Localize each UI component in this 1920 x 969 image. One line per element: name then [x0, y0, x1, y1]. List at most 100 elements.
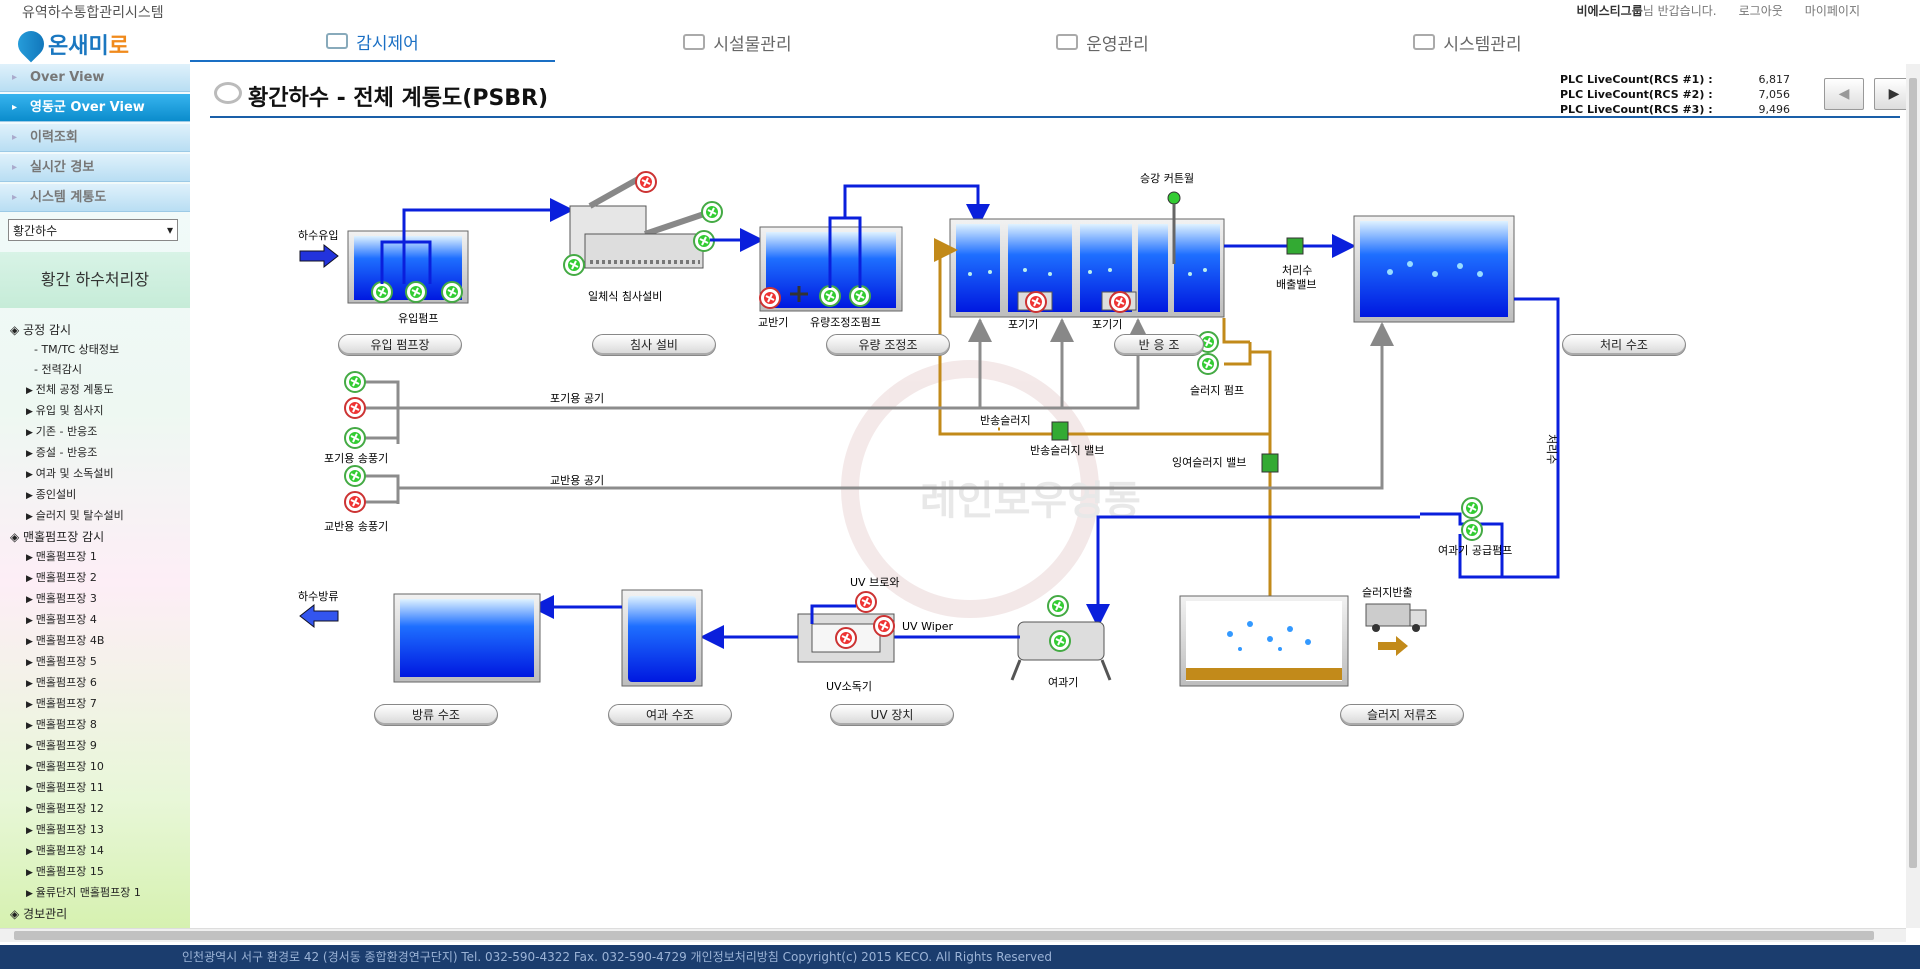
- sidebar-item-overview[interactable]: Over View: [0, 64, 190, 92]
- main-nav: 감시제어 시설물관리 운영관리 시스템관리: [190, 22, 1900, 62]
- server-icon: [1413, 34, 1436, 50]
- sidebar-item-system-diagram[interactable]: 시스템 계통도: [0, 184, 190, 212]
- logo-text-b: 로: [108, 33, 129, 59]
- equalization-tank[interactable]: 교반기 유량조정조펌프: [758, 184, 990, 329]
- filter-unit[interactable]: 여과기: [1010, 595, 1112, 689]
- eq-pump-label: 유량조정조펌프: [810, 316, 881, 329]
- tab-monitoring[interactable]: 감시제어: [190, 22, 555, 62]
- tree-item[interactable]: 증설 - 반응조: [10, 443, 141, 464]
- tree-item-manhole[interactable]: 맨홀펌프장 8: [10, 715, 141, 736]
- plant-title: 황간 하수처리장: [0, 252, 190, 308]
- tree-item-manhole[interactable]: 맨홀펌프장 5: [10, 652, 141, 673]
- sludge-storage-tank[interactable]: [1179, 595, 1349, 687]
- tree-item[interactable]: 슬러지 및 탈수설비: [10, 506, 141, 527]
- pipe-treated-to-filter: [1514, 297, 1560, 579]
- tree-item-manhole[interactable]: 율류단지 맨홀펌프장 1: [10, 883, 141, 904]
- tree-item-manhole[interactable]: 맨홀펌프장 10: [10, 757, 141, 778]
- tree-item-manhole[interactable]: 맨홀펌프장 4B: [10, 631, 141, 652]
- horizontal-scroll-thumb[interactable]: [14, 931, 1874, 940]
- plc-label-1: PLC LiveCount(RCS #1) :: [1560, 73, 1713, 86]
- uv-disinfect-label: UV소독기: [826, 680, 872, 693]
- uv-blower-label: UV 브로와: [850, 576, 899, 589]
- pill-treated-tank[interactable]: 처리 수조: [1562, 334, 1686, 356]
- site-select-value: 황간하수: [13, 223, 58, 238]
- pill-equalization[interactable]: 유량 조정조: [826, 334, 950, 356]
- tree-item-manhole[interactable]: 맨홀펌프장 7: [10, 694, 141, 715]
- logo-drop-icon: [12, 25, 50, 63]
- tree-group-process[interactable]: 공정 감시: [10, 320, 141, 340]
- tab-system[interactable]: 시스템관리: [1285, 22, 1650, 62]
- vertical-scrollbar[interactable]: [1906, 64, 1920, 928]
- aeration-blower-label: 포기용 송풍기: [324, 452, 388, 465]
- tab-label: 시스템관리: [1443, 34, 1522, 55]
- tree-item-manhole[interactable]: 맨홀펌프장 2: [10, 568, 141, 589]
- tree-item[interactable]: 여과 및 소독설비: [10, 464, 141, 485]
- tree-item-manhole[interactable]: 맨홀펌프장 14: [10, 841, 141, 862]
- pill-reactor[interactable]: 반 응 조: [1114, 334, 1204, 356]
- pill-sludge-storage[interactable]: 슬러지 저류조: [1340, 704, 1464, 726]
- treated-water-valve[interactable]: 처리수 배출밸브: [1276, 237, 1316, 291]
- tree-item[interactable]: 유입 및 침사지: [10, 401, 141, 422]
- tree-item-manhole[interactable]: 맨홀펌프장 13: [10, 820, 141, 841]
- tree-group-alarm[interactable]: 경보관리: [10, 904, 141, 924]
- filter-feed-pump[interactable]: 여과기 공급펌프: [1420, 497, 1520, 579]
- uv-disinfection[interactable]: UV 브로와 UV Wiper UV소독기: [797, 576, 954, 693]
- horizontal-scrollbar[interactable]: [0, 928, 1906, 942]
- sidebar-item-alarm[interactable]: 실시간 경보: [0, 154, 190, 182]
- tree-item-manhole[interactable]: 맨홀펌프장 1: [10, 547, 141, 568]
- filter-label: 여과기: [1048, 676, 1078, 689]
- pill-uv[interactable]: UV 장치: [830, 704, 954, 726]
- tree-item-manhole[interactable]: 맨홀펌프장 4: [10, 610, 141, 631]
- sludge-pipes: [998, 318, 1272, 544]
- welcome-text: 비에스티그룹님 반갑습니다.: [1577, 2, 1717, 19]
- tab-label: 시설물관리: [713, 34, 792, 55]
- tree-item-manhole[interactable]: 맨홀펌프장 6: [10, 673, 141, 694]
- logout-link[interactable]: 로그아웃: [1738, 4, 1783, 18]
- inflow-pump-tank[interactable]: 유입펌프: [347, 230, 469, 325]
- tree-item-manhole[interactable]: 맨홀펌프장 11: [10, 778, 141, 799]
- pill-screen[interactable]: 침사 설비: [592, 334, 716, 356]
- pipe-to-screen: [402, 198, 574, 242]
- reactor-basin[interactable]: 승강 커튼월 포기기 포기기: [949, 172, 1225, 331]
- screen-equipment[interactable]: 일체식 침사설비: [563, 171, 723, 303]
- tree-item[interactable]: 종인설비: [10, 485, 141, 506]
- site-select[interactable]: 황간하수 ▾: [8, 219, 178, 241]
- sidebar: Over View 영동군 Over View 이력조회 실시간 경보 시스템 …: [0, 64, 190, 929]
- mixer-label: 교반기: [758, 316, 788, 329]
- logo-text-a: 온새미: [48, 33, 109, 59]
- tree-item-manhole[interactable]: 맨홀펌프장 9: [10, 736, 141, 757]
- app-logo[interactable]: 온새미로: [12, 25, 129, 63]
- pill-inflow-pumping[interactable]: 유입 펌프장: [338, 334, 462, 356]
- prev-page-button[interactable]: ◀: [1824, 78, 1864, 110]
- sidebar-item-history[interactable]: 이력조회: [0, 124, 190, 152]
- sludge-truck-icon: 슬러지반출: [1362, 586, 1427, 656]
- tree-item-manhole[interactable]: 맨홀펌프장 15: [10, 862, 141, 883]
- waste-sludge-valve[interactable]: 잉여슬러지 밸브: [1172, 453, 1279, 473]
- tab-operation[interactable]: 운영관리: [920, 22, 1285, 62]
- mypage-link[interactable]: 마이페이지: [1804, 4, 1860, 18]
- tab-facility[interactable]: 시설물관리: [555, 22, 920, 62]
- vertical-scroll-thumb[interactable]: [1909, 78, 1917, 868]
- pill-discharge-tank[interactable]: 방류 수조: [374, 704, 498, 726]
- sidebar-tree: 공정 감시 - TM/TC 상태정보 - 전력감시전체 공정 계통도유입 및 침사지…: [10, 320, 141, 929]
- truck-icon: [683, 34, 706, 50]
- tree-sub-item[interactable]: - TM/TC 상태정보: [34, 343, 120, 356]
- return-sludge-valve[interactable]: 반송슬러지 반송슬러지 밸브: [980, 414, 1104, 457]
- tree-item-manhole[interactable]: 맨홀펌프장 3: [10, 589, 141, 610]
- tree-sub-item[interactable]: - 전력감시: [34, 363, 82, 376]
- aeration-air-line: 포기용 공기 포기용 송풍기: [324, 318, 1150, 465]
- inflow-arrow: 하수유입: [298, 228, 339, 269]
- sludge-pump[interactable]: 슬러지 펌프: [1190, 331, 1244, 397]
- discharge-tank[interactable]: [393, 593, 541, 683]
- treated-water-tank[interactable]: [1353, 215, 1515, 323]
- sidebar-item-yeongdong-overview[interactable]: 영동군 Over View: [0, 94, 190, 122]
- tree-group-manhole[interactable]: 맨홀펌프장 감시: [10, 527, 141, 547]
- tree-item-manhole[interactable]: 맨홀펌프장 12: [10, 799, 141, 820]
- chevron-down-icon: ▾: [166, 223, 173, 237]
- turret-label: 승강 커튼월: [1140, 172, 1194, 185]
- filtrate-tank[interactable]: [621, 589, 703, 687]
- pill-filtrate-tank[interactable]: 여과 수조: [608, 704, 732, 726]
- tree-item[interactable]: 전체 공정 계통도: [10, 380, 141, 401]
- tree-item[interactable]: 기존 - 반응조: [10, 422, 141, 443]
- waste-valve-label: 잉여슬러지 밸브: [1172, 456, 1246, 469]
